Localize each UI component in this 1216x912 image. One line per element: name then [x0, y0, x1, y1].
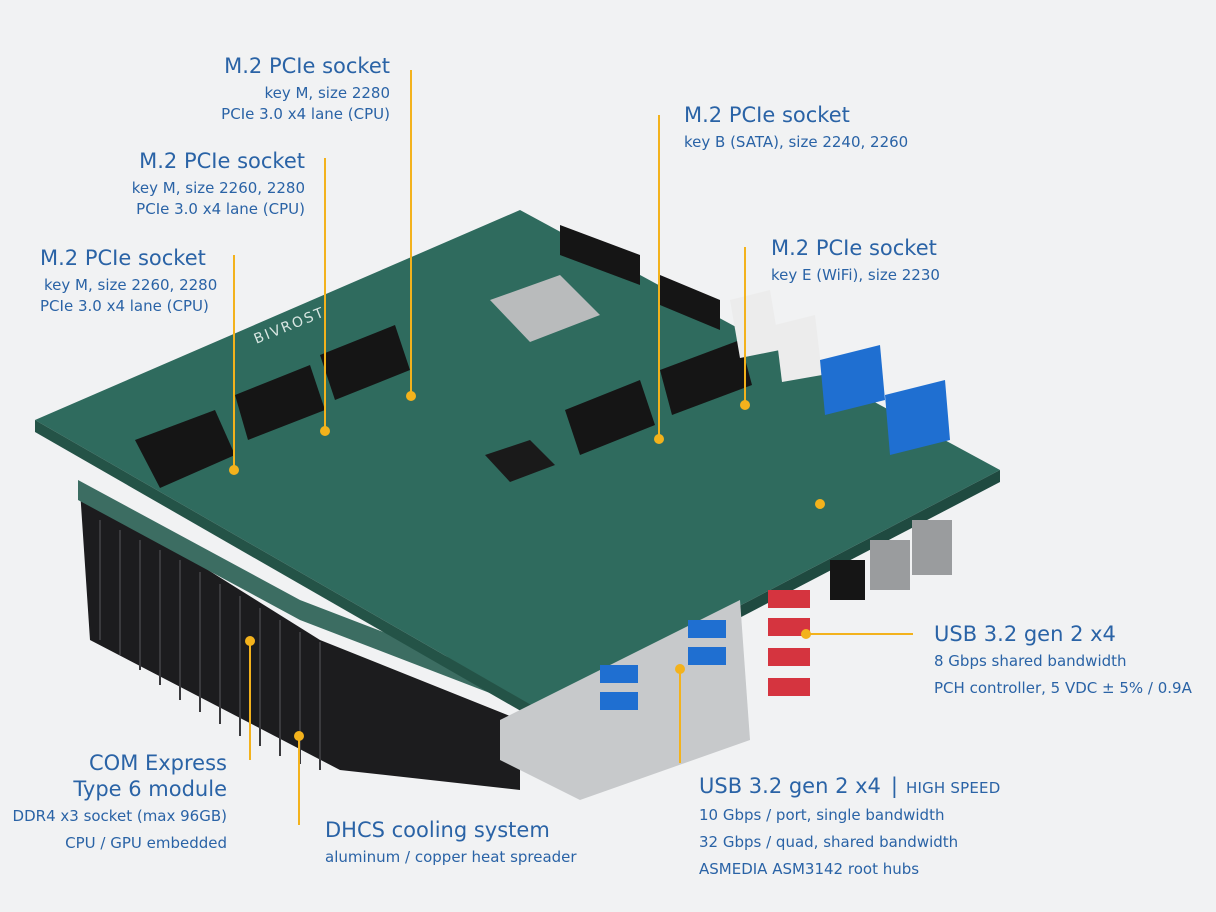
callout-line: DDR4 x3 socket (max 96GB) [12, 807, 227, 825]
callout-usb-bottom: USB 3.2 gen 2 x4 | HIGH SPEED 10 Gbps / po… [699, 773, 1039, 880]
callout-usb-right: USB 3.2 gen 2 x4 8 Gbps shared bandwidth… [934, 621, 1214, 699]
callout-m2-mid: M.2 PCIe socket key M, size 2260, 2280 P… [95, 148, 305, 220]
callout-line: PCH controller, 5 VDC ± 5% / 0.9A [934, 679, 1192, 697]
leader-dot [294, 731, 304, 741]
leader-dot [229, 465, 239, 475]
callout-m2-low: M.2 PCIe socket key M, size 2260, 2280 P… [40, 245, 250, 317]
callout-line: ASMEDIA ASM3142 root hubs [699, 860, 920, 878]
callout-line: CPU / GPU embedded [65, 834, 227, 852]
callout-title: M.2 PCIe socket [771, 236, 937, 260]
leader-line [324, 158, 326, 428]
callout-line: 8 Gbps shared bandwidth [934, 652, 1127, 670]
callout-title: DHCS cooling system [325, 818, 550, 842]
callout-title: M.2 PCIe socket [224, 54, 390, 78]
leader-line [679, 668, 681, 763]
leader-line [658, 115, 660, 437]
callout-line: key M, size 2280 [264, 84, 390, 102]
callout-line: PCIe 3.0 x4 lane (CPU) [136, 200, 305, 218]
callout-m2-top: M.2 PCIe socket key M, size 2280 PCIe 3.… [180, 53, 390, 125]
leader-dot [406, 391, 416, 401]
chip [490, 275, 600, 342]
leader-line [249, 640, 251, 760]
callout-dhcs: DHCS cooling system aluminum / copper he… [325, 817, 625, 868]
leader-dot [740, 400, 750, 410]
callout-line: 10 Gbps / port, single bandwidth [699, 806, 945, 824]
callout-line: PCIe 3.0 x4 lane (CPU) [221, 105, 390, 123]
leader-dot [245, 636, 255, 646]
leader-line [744, 247, 746, 404]
leader-dot [654, 434, 664, 444]
title-separator: | [890, 774, 898, 798]
callout-title: COM Express [89, 751, 227, 775]
leader-dot [320, 426, 330, 436]
callout-title: M.2 PCIe socket [139, 149, 305, 173]
callout-line: 32 Gbps / quad, shared bandwidth [699, 833, 959, 851]
leader-line [298, 735, 300, 825]
callout-line: key B (SATA), size 2240, 2260 [684, 133, 909, 151]
speed-badge: HIGH SPEED [906, 779, 1001, 797]
callout-m2-b: M.2 PCIe socket key B (SATA), size 2240,… [684, 102, 984, 153]
callout-title: USB 3.2 gen 2 x4 [699, 774, 881, 798]
leader-line [805, 633, 913, 635]
callout-line: aluminum / copper heat spreader [325, 848, 577, 866]
heatsink [80, 490, 520, 790]
leader-line [410, 70, 412, 395]
callout-title: M.2 PCIe socket [684, 103, 850, 127]
callout-m2-e: M.2 PCIe socket key E (WiFi), size 2230 [771, 235, 1011, 286]
leader-dot [801, 629, 811, 639]
callout-line: key E (WiFi), size 2230 [771, 266, 940, 284]
leader-dot [815, 499, 825, 509]
callout-title: M.2 PCIe socket [40, 246, 206, 270]
leader-line [233, 255, 235, 467]
callout-title: Type 6 module [73, 777, 227, 801]
m2-sockets [135, 325, 752, 488]
callout-line: PCIe 3.0 x4 lane (CPU) [40, 297, 209, 315]
callout-title: USB 3.2 gen 2 x4 [934, 622, 1116, 646]
leader-dot [675, 664, 685, 674]
callout-com: COM Express Type 6 module DDR4 x3 socket… [10, 750, 227, 854]
callout-line: key M, size 2260, 2280 [131, 179, 305, 197]
callout-line: key M, size 2260, 2280 [44, 276, 218, 294]
